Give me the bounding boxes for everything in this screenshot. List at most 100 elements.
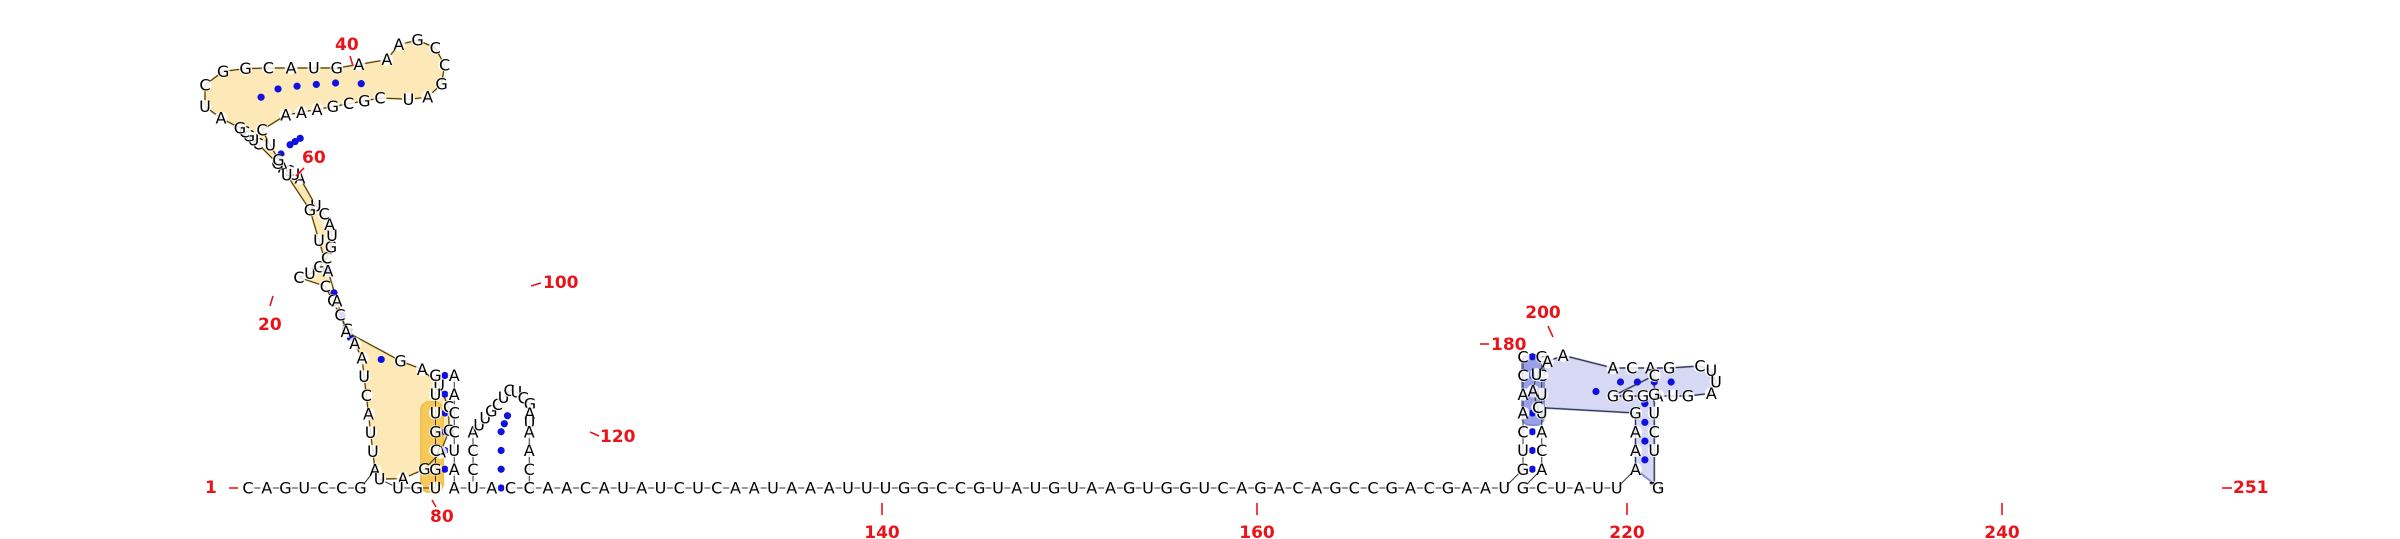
nucleotide: A [341,322,352,341]
nucleotide: A [1480,479,1491,498]
nucleotide-backdrop [359,388,373,402]
nucleotide: U [1030,479,1042,498]
nucleotide-backdrop [1681,389,1695,403]
nucleotide-backdrop [255,123,269,137]
nucleotide: U [510,382,522,401]
base-pair-dot [497,428,505,436]
nucleotide: G [429,366,441,385]
nucleotide: G [973,479,985,498]
nucleotide-backdrop [522,481,536,495]
nucleotide-backdrop [355,351,369,365]
nucleotide-backdrop [1591,481,1605,495]
position-label-220: 220 [1609,523,1645,539]
nucleotide-backdrop [1329,481,1342,495]
nucleotide: U [861,479,873,498]
nucleotide-backdrop [597,481,611,495]
nucleotide-backdrop [1535,481,1549,495]
base-pair-dot [1616,378,1625,386]
nucleotide-backdrop [421,90,435,104]
nucleotide-backdrop [879,481,892,495]
nucleotide-backdrop [1647,444,1661,457]
nucleotide-backdrop [342,97,356,111]
nucleotide: G [358,91,370,110]
nucleotide: A [1011,479,1022,498]
nucleotide-backdrop [292,270,306,284]
nucleotide: U [281,166,293,185]
nucleotide: G [1607,387,1619,406]
nucleotide: A [1518,385,1529,404]
nucleotide-backdrop [504,481,517,495]
nucleotide-backdrop [241,481,255,495]
nucleotide: C [524,460,535,479]
nucleotide: G [418,460,430,479]
nucleotide: U [374,470,386,489]
nucleotide: C [449,422,460,441]
nucleotide: A [524,441,535,460]
nucleotide: A [381,50,392,69]
nucleotide: U [1611,479,1623,498]
base-pair-dot [377,355,385,364]
nucleotide: G [429,422,441,441]
nucleotide-backdrop [522,425,536,439]
base-pair-dot [1528,446,1536,455]
nucleotide: C [439,55,450,74]
nucleotide: U [392,479,404,498]
nucleotide: A [323,261,334,280]
nucleotide-backdrop [1535,444,1549,457]
nucleotide: G [327,97,339,116]
nucleotide-backdrop [672,481,686,495]
nucleotide-backdrop [822,481,836,495]
nucleotide: G [1637,387,1649,406]
nucleotide: G [1329,479,1341,498]
nucleotide-backdrop [1636,389,1650,403]
nucleotide: C [263,59,274,78]
nucleotide: A [1645,359,1656,378]
position-label-160: 160 [1239,523,1275,539]
nucleotide-backdrop [1029,481,1042,495]
nucleotide-backdrop [1629,425,1642,439]
nucleotide-backdrop [1540,355,1554,369]
nucleotide: A [805,479,816,498]
nucleotide-backdrop [391,481,405,495]
nucleotide: C [505,479,516,498]
nucleotide: A [1405,479,1416,498]
nucleotide-backdrop [710,481,724,495]
nucleotide-backdrop [279,108,293,122]
nucleotide-backdrop [198,78,212,92]
nucleotide-backdrop [1235,481,1249,495]
nucleotide-backdrop [691,481,705,495]
nucleotide-backdrop [841,481,855,495]
nucleotide-backdrop [1516,387,1530,401]
nucleotide-backdrop [447,369,461,382]
nucleotide-backdrop [1531,401,1545,414]
nucleotide: G [1442,479,1454,498]
nucleotide: G [1622,387,1634,406]
nucleotide: C [467,441,478,460]
base-pair-dot [1528,465,1536,473]
nucleotide-backdrop [1709,375,1723,389]
nucleotide-backdrop [198,99,212,113]
nucleotide: U [1555,479,1567,498]
backbone-segment [1537,407,1636,414]
nucleotide-backdrop [279,481,292,495]
nucleotide: A [449,479,460,498]
nucleotide: G [435,74,447,93]
backbone-segment [345,331,401,362]
nucleotide-backdrop [485,481,499,495]
nucleotide-backdrop [354,481,367,495]
nucleotide-backdrop [325,229,339,243]
nucleotide-backdrop [357,370,371,384]
nucleotide: C [374,89,385,108]
nucleotide-backdrop [1629,444,1642,457]
nucleotide: G [234,119,246,138]
nucleotide: C [449,404,460,423]
nucleotide: C [1217,479,1228,498]
nucleotide: G [217,62,229,81]
nucleotide-backdrop [1554,481,1567,495]
nucleotide-backdrop [310,102,324,116]
nucleotide: U [767,479,779,498]
nucleotide: C [936,479,947,498]
nucleotide: G [239,59,251,78]
nucleotide-backdrop [1516,406,1530,420]
nucleotide: U [358,367,370,386]
